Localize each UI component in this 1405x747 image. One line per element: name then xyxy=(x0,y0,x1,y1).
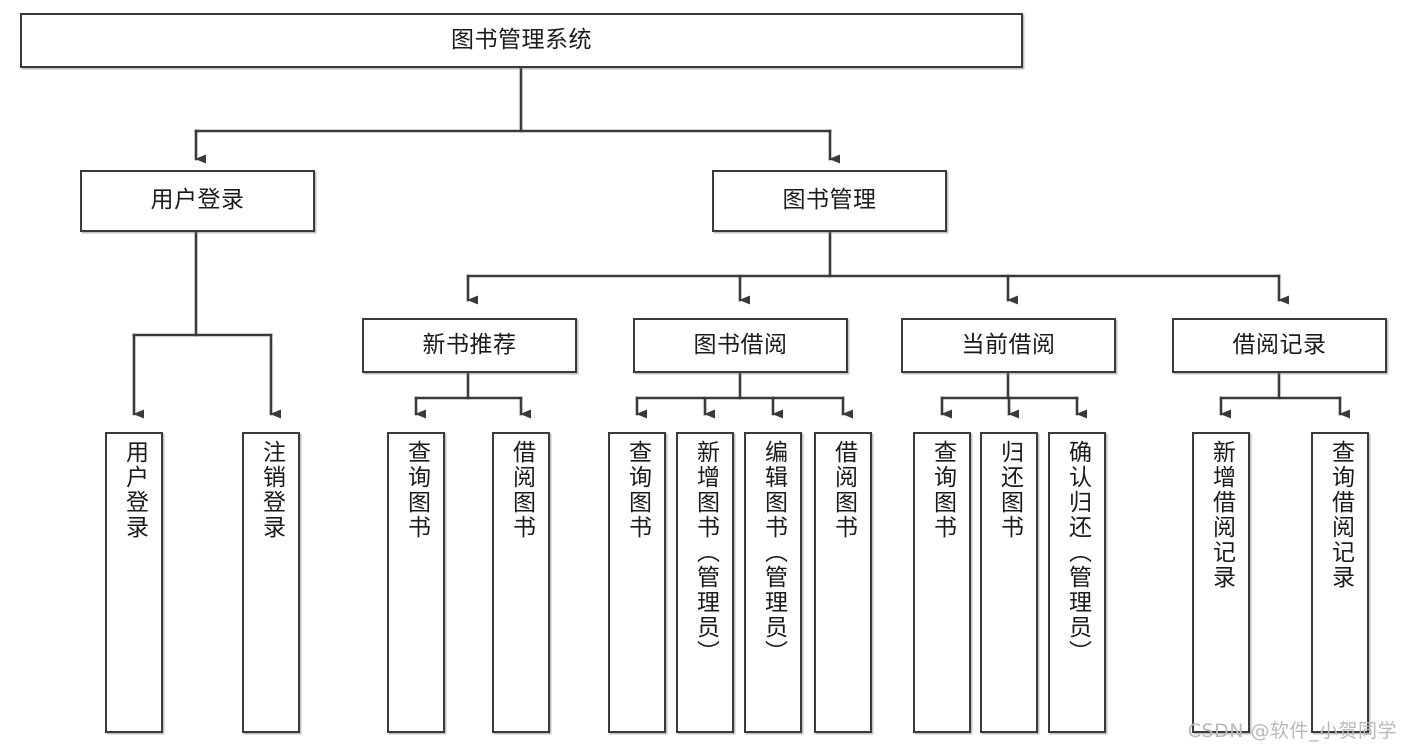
leaf-return-book[interactable]: 归还图书 xyxy=(980,432,1038,733)
node-label: 当前借阅 xyxy=(961,331,1056,358)
node-label: 归还图书 xyxy=(996,440,1023,540)
watermark-text: CSDN @软件_小贺同学 xyxy=(1187,720,1397,742)
leaf-add-book-admin[interactable]: 新增图书（管理员） xyxy=(676,432,734,733)
node-new-book-recommend[interactable]: 新书推荐 xyxy=(362,318,577,373)
node-borrow-record[interactable]: 借阅记录 xyxy=(1172,318,1387,373)
node-label: 确认归还（管理员） xyxy=(1064,440,1091,665)
leaf-edit-book-admin[interactable]: 编辑图书（管理员） xyxy=(744,432,802,733)
leaf-add-borrow-record[interactable]: 新增借阅记录 xyxy=(1192,432,1250,733)
node-label: 借阅记录 xyxy=(1232,331,1327,358)
node-label: 借阅图书 xyxy=(508,440,535,540)
node-label: 编辑图书（管理员） xyxy=(760,440,787,665)
node-label: 新书推荐 xyxy=(422,331,517,358)
node-current-borrow[interactable]: 当前借阅 xyxy=(901,318,1116,373)
leaf-query-book-borrow[interactable]: 查询图书 xyxy=(608,432,666,733)
node-label: 借阅图书 xyxy=(830,440,857,540)
leaf-query-book-recommend[interactable]: 查询图书 xyxy=(387,432,445,733)
leaf-logout-login[interactable]: 注销登录 xyxy=(242,432,300,733)
leaf-borrow-book-recommend[interactable]: 借阅图书 xyxy=(492,432,550,733)
node-label: 用户登录 xyxy=(150,187,245,214)
node-label: 查询图书 xyxy=(403,440,430,540)
node-label: 图书借阅 xyxy=(693,331,788,358)
node-book-borrow[interactable]: 图书借阅 xyxy=(633,318,848,373)
node-label: 注销登录 xyxy=(258,440,285,540)
leaf-user-login[interactable]: 用户登录 xyxy=(105,432,163,733)
leaf-borrow-book[interactable]: 借阅图书 xyxy=(814,432,872,733)
leaf-query-book-current[interactable]: 查询图书 xyxy=(913,432,971,733)
node-label: 查询图书 xyxy=(929,440,956,540)
node-book-management[interactable]: 图书管理 xyxy=(712,170,947,232)
node-book-management-system[interactable]: 图书管理系统 xyxy=(20,13,1023,68)
node-label: 新增借阅记录 xyxy=(1208,440,1235,590)
node-label: 新增图书（管理员） xyxy=(692,440,719,665)
leaf-confirm-return-admin[interactable]: 确认归还（管理员） xyxy=(1048,432,1106,733)
node-label: 用户登录 xyxy=(121,440,148,540)
node-label: 查询图书 xyxy=(624,440,651,540)
leaf-query-borrow-record[interactable]: 查询借阅记录 xyxy=(1311,432,1369,733)
node-label: 图书管理 xyxy=(782,187,877,214)
node-label: 图书管理系统 xyxy=(451,26,592,53)
node-user-login[interactable]: 用户登录 xyxy=(80,170,315,232)
node-label: 查询借阅记录 xyxy=(1327,440,1354,590)
